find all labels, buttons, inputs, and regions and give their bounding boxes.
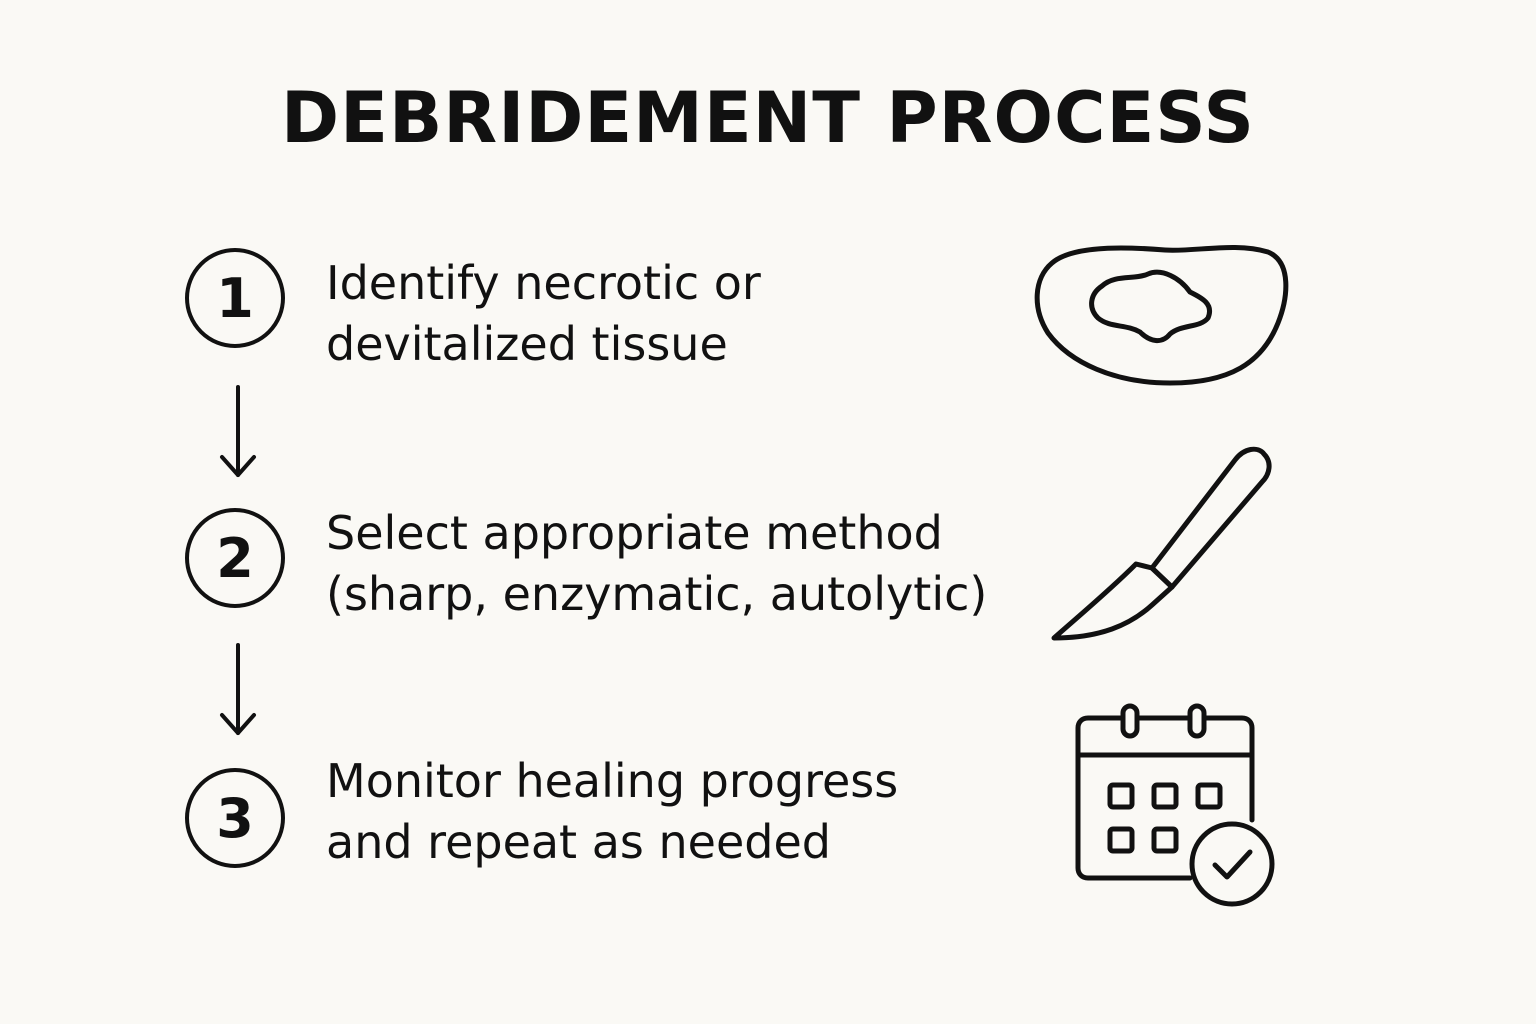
down-arrow-icon bbox=[220, 385, 256, 477]
page-title: DEBRIDEMENT PROCESS bbox=[281, 77, 1255, 159]
step-2-text: Select appropriate method (sharp, enzyma… bbox=[326, 503, 987, 625]
step-3-text: Monitor healing progress and repeat as n… bbox=[326, 751, 898, 873]
step-3-line-2: and repeat as needed bbox=[326, 815, 831, 869]
step-2-number: 2 bbox=[185, 508, 285, 608]
step-2-line-1: Select appropriate method bbox=[326, 506, 943, 560]
step-3-line-1: Monitor healing progress bbox=[326, 754, 899, 808]
step-1-text: Identify necrotic or devitalized tissue bbox=[326, 253, 761, 375]
wound-icon bbox=[1034, 244, 1289, 386]
step-2-number-label: 2 bbox=[216, 526, 254, 590]
step-3-number: 3 bbox=[185, 768, 285, 868]
scalpel-icon bbox=[1051, 446, 1272, 641]
step-1-line-1: Identify necrotic or bbox=[326, 256, 761, 310]
step-3-number-label: 3 bbox=[216, 786, 254, 850]
step-1-number: 1 bbox=[185, 248, 285, 348]
calendar-check-icon bbox=[1075, 703, 1275, 907]
step-1-number-label: 1 bbox=[216, 266, 254, 330]
step-1-line-2: devitalized tissue bbox=[326, 317, 728, 371]
down-arrow-icon bbox=[220, 643, 256, 735]
step-2-line-2: (sharp, enzymatic, autolytic) bbox=[326, 567, 988, 621]
